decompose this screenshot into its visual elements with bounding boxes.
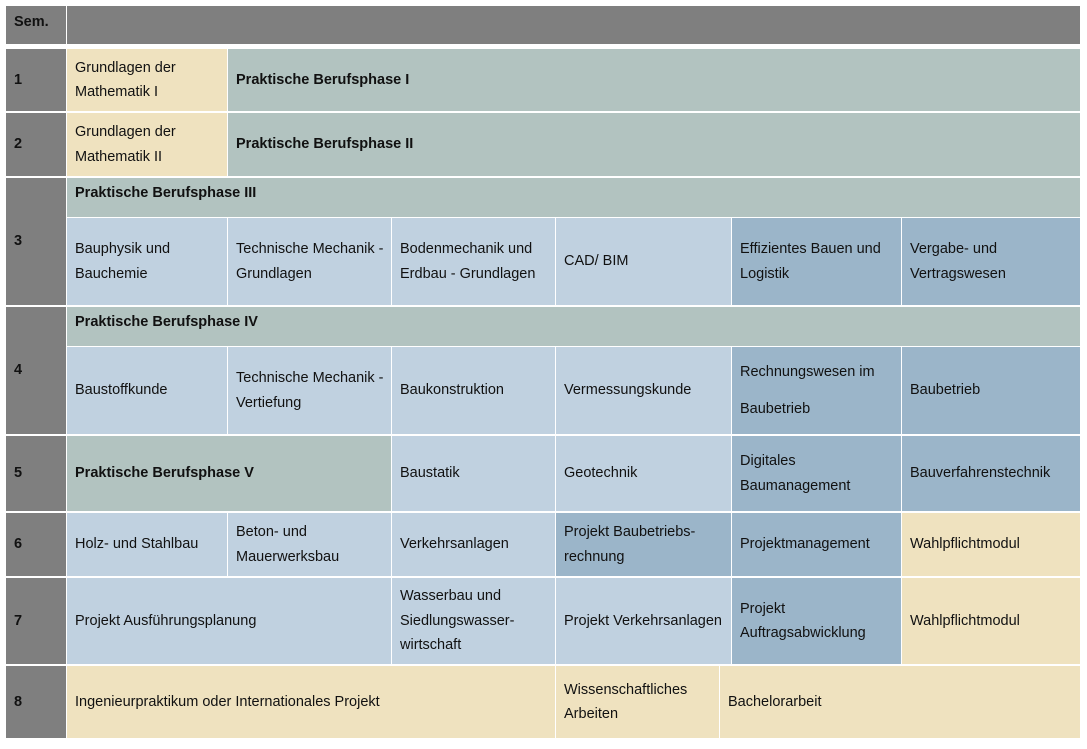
thesis-cell: Bachelorarbeit xyxy=(720,666,1080,738)
elective-module-cell: Wahlpflichtmodul xyxy=(902,578,1080,664)
header-sem: Sem. xyxy=(6,6,66,44)
semester-6: 6 xyxy=(6,513,66,576)
module-cell: Geotechnik xyxy=(556,436,731,511)
semester-3: 3 xyxy=(6,178,66,305)
module-cell: Rechnungswesen im Baubetrieb xyxy=(732,347,901,434)
module-cell: Bodenmechanik und Erdbau - Grundlagen xyxy=(392,218,555,305)
practice-phase-cell: Praktische Berufsphase I xyxy=(228,49,1080,111)
module-cell: Ingenieurpraktikum oder Internationales … xyxy=(67,666,555,738)
module-cell: Effizientes Bauen und Logistik xyxy=(732,218,901,305)
module-cell: Projekt Ausführungsplanung xyxy=(67,578,391,664)
module-cell: Vermessungskunde xyxy=(556,347,731,434)
semester-2: 2 xyxy=(6,113,66,176)
module-cell: Verkehrsanlagen xyxy=(392,513,555,576)
module-cell: Grundlagen der Mathematik I xyxy=(67,49,227,111)
module-cell: Digitales Baumanagement xyxy=(732,436,901,511)
practice-phase-cell: Praktische Berufsphase IV xyxy=(67,307,1080,346)
module-cell: Wasserbau und Siedlungswasser-wirtschaft xyxy=(392,578,555,664)
module-cell: Technische Mechanik - Vertiefung xyxy=(228,347,391,434)
module-cell: Vergabe- und Vertragswesen xyxy=(902,218,1080,305)
module-cell: Beton- und Mauerwerksbau xyxy=(228,513,391,576)
module-cell: Bauverfahrenstechnik xyxy=(902,436,1080,511)
module-cell: CAD/ BIM xyxy=(556,218,731,305)
module-cell: Projekt Verkehrsanlagen xyxy=(556,578,731,664)
module-cell: Bauphysik und Bauchemie xyxy=(67,218,227,305)
header-blank xyxy=(67,6,1080,44)
elective-module-cell: Wahlpflichtmodul xyxy=(902,513,1080,576)
practice-phase-cell: Praktische Berufsphase V xyxy=(67,436,391,511)
module-cell: Projekt Baubetriebs-rechnung xyxy=(556,513,731,576)
module-cell: Wissenschaftliches Arbeiten xyxy=(556,666,719,738)
practice-phase-cell: Praktische Berufsphase II xyxy=(228,113,1080,176)
module-cell: Baustoffkunde xyxy=(67,347,227,434)
semester-4: 4 xyxy=(6,307,66,434)
semester-7: 7 xyxy=(6,578,66,664)
semester-5: 5 xyxy=(6,436,66,511)
module-cell: Baubetrieb xyxy=(902,347,1080,434)
practice-phase-cell: Praktische Berufsphase III xyxy=(67,178,1080,217)
semester-8: 8 xyxy=(6,666,66,738)
module-cell: Holz- und Stahlbau xyxy=(67,513,227,576)
semester-1: 1 xyxy=(6,49,66,111)
module-cell: Projekt Auftragsabwicklung xyxy=(732,578,901,664)
module-cell: Baukonstruktion xyxy=(392,347,555,434)
module-cell: Grundlagen der Mathematik II xyxy=(67,113,227,176)
module-cell: Baustatik xyxy=(392,436,555,511)
module-cell: Technische Mechanik - Grundlagen xyxy=(228,218,391,305)
module-cell: Projektmanagement xyxy=(732,513,901,576)
